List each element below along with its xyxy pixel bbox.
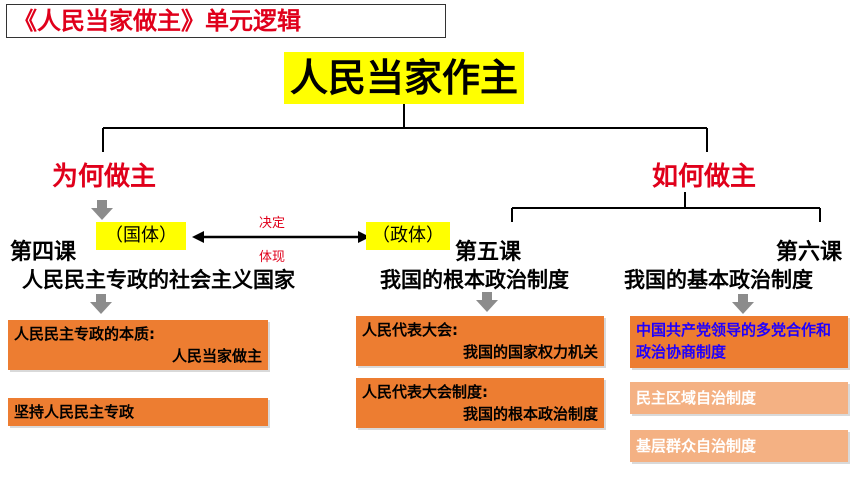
box-line: 坚持人民民主专政 xyxy=(14,403,135,421)
box-line: 我国的根本政治制度 xyxy=(462,405,598,423)
lesson6-name: 我国的基本政治制度 xyxy=(624,268,813,292)
lesson6-box-multiparty: 中国共产党领导的多党合作和政治协商制度 xyxy=(630,316,848,368)
box-line: 人民代表大会制度: xyxy=(362,383,488,401)
lesson6-box-regional: 民主区域自治制度 xyxy=(630,382,848,414)
box-line: 我国的国家权力机关 xyxy=(462,343,598,361)
lesson6-box-grassroots: 基层群众自治制度 xyxy=(630,430,848,462)
lesson5-name: 我国的根本政治制度 xyxy=(380,268,569,292)
box-line: 民主区域自治制度 xyxy=(636,389,757,407)
lesson4-name: 人民民主专政的社会主义国家 xyxy=(22,268,295,292)
branch-why: 为何做主 xyxy=(52,162,157,192)
down-arrow-icon xyxy=(476,292,498,312)
down-arrow-icon xyxy=(732,294,754,314)
main-title: 人民当家作主 xyxy=(284,52,524,104)
lesson6-number: 第六课 xyxy=(776,240,843,265)
lesson5-number: 第五课 xyxy=(455,240,522,265)
down-arrow-icon xyxy=(90,294,112,314)
unit-title: 《人民当家做主》单元逻辑 xyxy=(6,4,446,38)
lesson5-box-npc-system: 人民代表大会制度: 我国的根本政治制度 xyxy=(356,378,604,428)
box-line: 人民当家做主 xyxy=(171,347,262,365)
lesson5-box-npc: 人民代表大会: 我国的国家权力机关 xyxy=(356,316,604,366)
double-arrow-icon xyxy=(192,231,370,243)
down-arrow-icon xyxy=(91,200,113,220)
box-line: 中国共产党领导的多党合作和政治协商制度 xyxy=(636,321,832,361)
lesson4-box-essence: 人民民主专政的本质: 人民当家做主 xyxy=(8,320,268,370)
branch-how: 如何做主 xyxy=(652,162,757,192)
box-line: 人民代表大会: xyxy=(362,321,458,339)
box-line: 人民民主专政的本质: xyxy=(14,325,155,343)
tag-government-system: （政体） xyxy=(366,222,450,250)
label-reflects: 体现 xyxy=(259,250,286,265)
box-line: 基层群众自治制度 xyxy=(636,437,757,455)
label-determines: 决定 xyxy=(259,216,286,231)
lesson4-number: 第四课 xyxy=(10,240,77,265)
lesson4-box-uphold: 坚持人民民主专政 xyxy=(8,398,268,426)
tag-state-system: （国体） xyxy=(96,222,186,250)
